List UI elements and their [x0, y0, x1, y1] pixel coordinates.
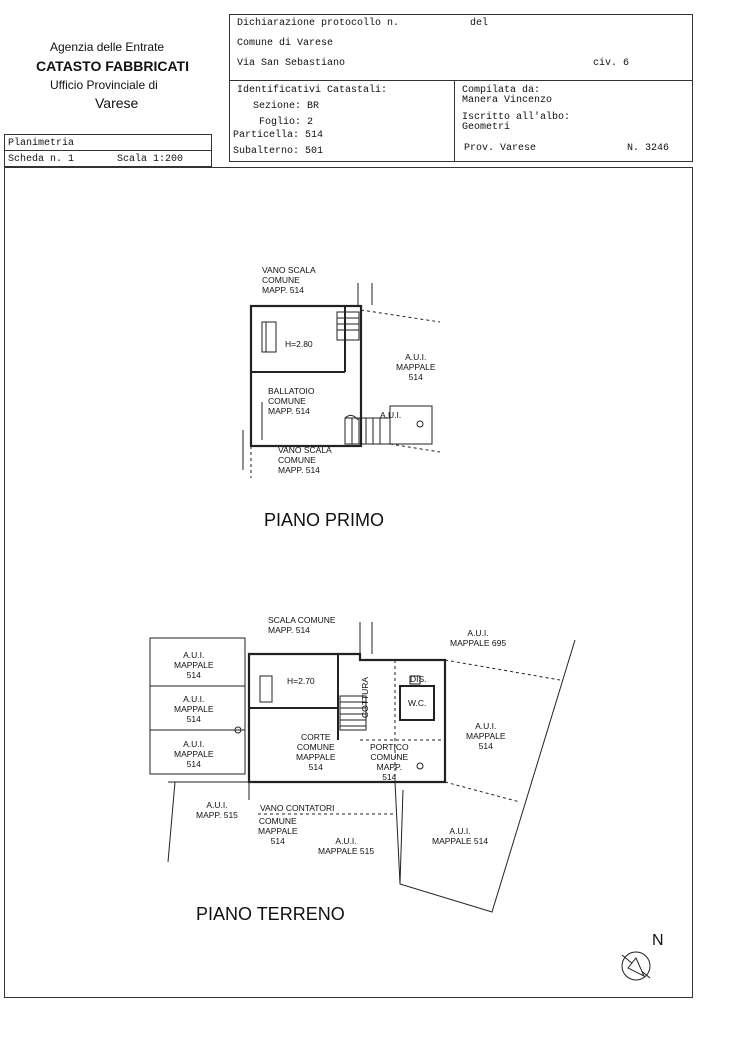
terreno-dis-label: DIS.	[410, 674, 427, 684]
terreno-aui-left1-label: A.U.I. MAPPALE 514	[174, 650, 214, 680]
office-name: Ufficio Provinciale di	[50, 78, 158, 92]
subalterno-label: Subalterno: 501	[233, 146, 324, 157]
terreno-comune-mappale-label: COMUNE MAPPALE 514	[258, 816, 298, 846]
albo-label: Geometri	[462, 122, 511, 133]
dichiarazione-label: Dichiarazione protocollo n.	[237, 18, 400, 29]
civ-label: civ. 6	[593, 58, 630, 69]
terreno-aui-mappale-515-label: A.U.I. MAPPALE 515	[318, 836, 375, 856]
terreno-vano-contatori-label: VANO CONTATORI	[260, 803, 335, 813]
primo-aui-small-label: A.U.I.	[380, 410, 402, 420]
terreno-height-label: H=2.70	[287, 676, 315, 686]
planimetria-label: Planimetria	[8, 138, 75, 149]
terreno-aui-right-label: A.U.I. MAPPALE 514	[466, 721, 506, 751]
scheda-label: Scheda n. 1	[8, 154, 75, 165]
terreno-cottura-label: COTTURA	[360, 676, 370, 718]
piano-terreno-plan	[149, 622, 576, 913]
catasto-title: CATASTO FABBRICATI	[36, 58, 189, 74]
piano-primo-title: PIANO PRIMO	[264, 510, 385, 530]
drawing-frame	[4, 167, 693, 998]
office-city: Varese	[95, 95, 139, 111]
prov-label: Prov. Varese	[464, 143, 537, 154]
primo-vano-scala-bottom-label: VANO SCALA COMUNE MAPP. 514	[278, 445, 332, 475]
primo-height-label: H=2.80	[285, 339, 313, 349]
compiler-name: Manera Vincenzo	[462, 95, 553, 106]
scala-label: Scala 1:200	[117, 154, 184, 165]
via-label: Via San Sebastiano	[237, 58, 346, 69]
comune-label: Comune di Varese	[237, 38, 334, 49]
primo-aui-right-label: A.U.I. MAPPALE 514	[396, 352, 436, 382]
identificativi-title: Identificativi Catastali:	[237, 85, 388, 96]
terreno-aui-515-label: A.U.I. MAPP. 515	[196, 800, 238, 820]
terreno-aui-mappale-514-label: A.U.I. MAPPALE 514	[432, 826, 489, 846]
terreno-aui-left3-label: A.U.I. MAPPALE 514	[174, 739, 214, 769]
iscritto-label: Iscritto all'albo:	[462, 112, 571, 123]
numero-label: N. 3246	[627, 143, 670, 154]
agency-name: Agenzia delle Entrate	[50, 40, 165, 54]
terreno-corte-label: CORTE COMUNE MAPPALE 514	[296, 732, 336, 772]
primo-ballatoio-label: BALLATOIO COMUNE MAPP. 514	[268, 386, 315, 416]
del-label: del	[470, 18, 489, 29]
foglio-label: Foglio: 2	[259, 117, 314, 128]
piano-terreno-title: PIANO TERRENO	[196, 904, 345, 924]
terreno-scala-comune-label: SCALA COMUNE MAPP. 514	[268, 615, 336, 635]
primo-vano-scala-top-label: VANO SCALA COMUNE MAPP. 514	[262, 265, 316, 295]
north-arrow-icon	[621, 951, 651, 981]
terreno-wc-label: W.C.	[408, 698, 427, 708]
north-label: N	[652, 932, 664, 949]
terreno-portico-label: PORTICO COMUNE MAPP. 514	[370, 742, 409, 782]
compilata-label: Compilata da:	[462, 85, 541, 96]
piano-primo-plan	[242, 283, 441, 478]
protocol-box	[229, 14, 693, 162]
terreno-aui-695-label: A.U.I. MAPPALE 695	[450, 628, 507, 648]
particella-label: Particella: 514	[233, 130, 324, 141]
terreno-aui-left2-label: A.U.I. MAPPALE 514	[174, 694, 214, 724]
sezione-label: Sezione: BR	[253, 101, 320, 112]
